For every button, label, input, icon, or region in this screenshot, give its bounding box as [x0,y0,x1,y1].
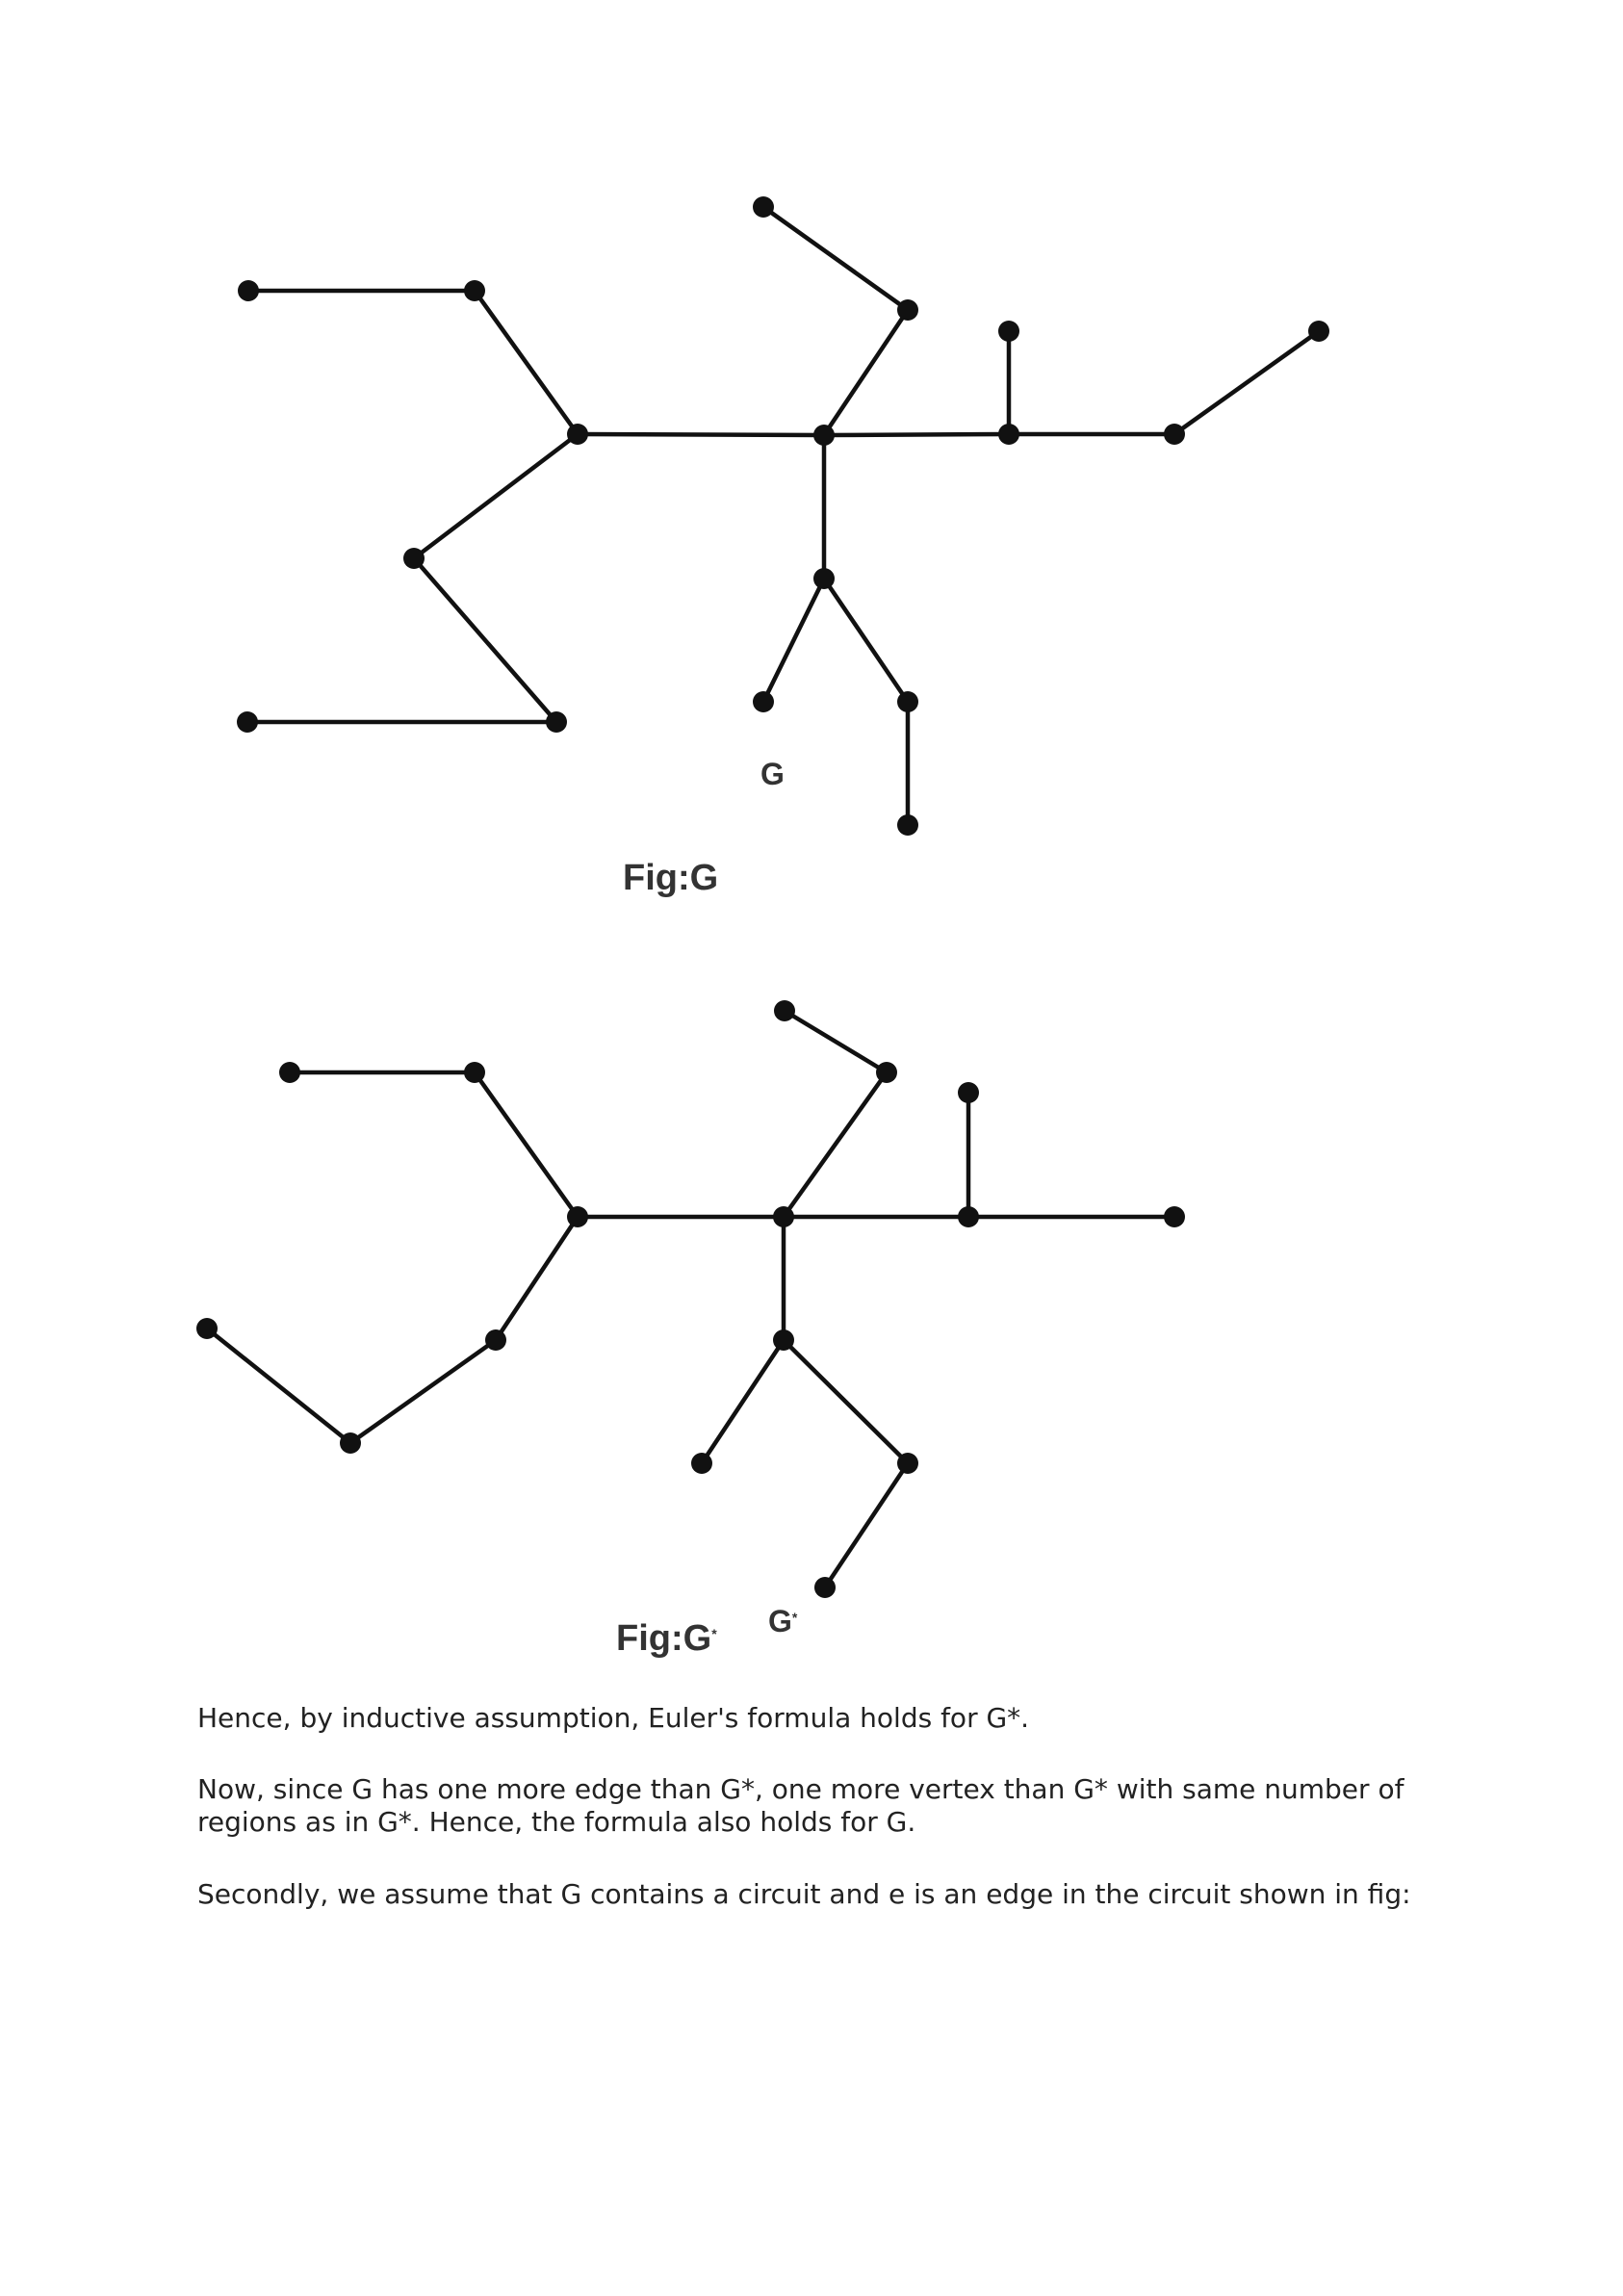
graph-g-star-edge-b5-b6 [348,1337,499,1446]
graph-g-edge-a5-a7 [411,555,559,725]
graph-g-star-edge-b8-b9 [782,1008,889,1075]
graph-g-vertex-a12 [1164,424,1185,445]
graph-g-edge-a3-a4 [575,431,827,438]
graph-g-star-vertex-b2 [464,1062,485,1083]
graph-g-star-vertex-b10 [958,1082,979,1103]
graph-g-star-diagram: G* Fig:G* [196,1000,1185,1659]
graph-g-vertex-a13 [1308,321,1329,342]
graph-g-vertex-a16 [897,691,918,712]
graph-g-node-label: G [760,757,785,791]
graph-g-star-vertex-b3 [567,1206,588,1227]
graph-g-star-vertex-b9 [876,1062,897,1083]
figure-g-caption: Fig:G [623,858,718,898]
graph-g-star-vertex-b16 [814,1577,836,1598]
graph-g-nodes [237,196,1329,836]
figure-g: G Fig:G [0,164,1623,915]
paragraph-one-more-edge: Now, since G has one more edge than G*, … [197,1773,1404,1838]
graph-g-star-edge-b3-b5 [493,1214,580,1343]
graph-g-vertex-a6 [237,711,258,733]
graph-g-star-vertex-b6 [340,1432,361,1454]
graph-g-vertex-a14 [813,568,835,589]
graph-g-star-vertex-b8 [774,1000,795,1021]
graph-g-edge-a14-a16 [821,576,911,705]
figure-g-star-caption: Fig:G* [616,1618,717,1659]
graph-g-star-vertex-b11 [958,1206,979,1227]
graph-g-star-edges [204,1008,1177,1590]
graph-g-vertex-a1 [238,280,259,301]
graph-g-edge-a12-a13 [1172,328,1322,437]
paragraph-circuit-case: Secondly, we assume that G contains a ci… [197,1878,1411,1910]
graph-g-star-vertex-b4 [773,1206,794,1227]
figure-g-star-caption-main: Fig:G [616,1618,711,1659]
graph-g-vertex-a10 [998,321,1019,342]
graph-g-vertex-a17 [897,814,918,836]
graph-g-edge-a4-a11 [821,431,1012,438]
graph-g-edge-a3-a5 [411,431,580,561]
paragraph-inductive-assumption: Hence, by inductive assumption, Euler's … [197,1702,1030,1734]
graph-g-star-edge-b2-b3 [472,1070,580,1220]
graph-g-vertex-a8 [753,196,774,218]
graph-g-star-vertex-b14 [691,1453,712,1474]
graph-g-star-vertex-b5 [485,1329,506,1351]
graph-g-vertex-a2 [464,280,485,301]
graph-g-star-edge-b9-b4 [781,1070,889,1220]
graph-g-vertex-a11 [998,424,1019,445]
graph-g-star-node-label-main: G [768,1604,792,1638]
graph-g-star-edge-b6-b7 [204,1326,353,1446]
graph-g-star-vertex-b15 [897,1453,918,1474]
graph-g-edge-a9-a4 [821,307,911,438]
graph-g-star-node-label-sup: * [792,1610,798,1625]
figure-g-star: G* Fig:G* [0,972,1623,1685]
graph-g-star-edge-b13-b15 [781,1337,911,1466]
graph-g-vertex-a5 [403,548,425,569]
graph-g-star-vertex-b13 [773,1329,794,1351]
graph-g-star-vertex-b1 [279,1062,300,1083]
graph-g-star-edge-b13-b14 [699,1337,786,1466]
graph-g-star-node-label: G* [768,1604,798,1638]
graph-g-star-edge-b15-b16 [822,1460,911,1590]
graph-g-edges [245,204,1322,828]
graph-g-diagram: G Fig:G [237,196,1329,898]
figure-g-star-caption-sup: * [711,1626,717,1641]
graph-g-edge-a8-a9 [760,204,911,313]
graph-g-vertex-a3 [567,424,588,445]
graph-g-star-vertex-b7 [196,1318,218,1339]
graph-g-vertex-a4 [813,425,835,446]
graph-g-vertex-a9 [897,299,918,321]
graph-g-vertex-a7 [546,711,567,733]
graph-g-vertex-a15 [753,691,774,712]
graph-g-edge-a14-a15 [760,576,827,705]
graph-g-star-nodes [196,1000,1185,1598]
graph-g-edge-a2-a3 [472,288,580,437]
graph-g-star-vertex-b12 [1164,1206,1185,1227]
